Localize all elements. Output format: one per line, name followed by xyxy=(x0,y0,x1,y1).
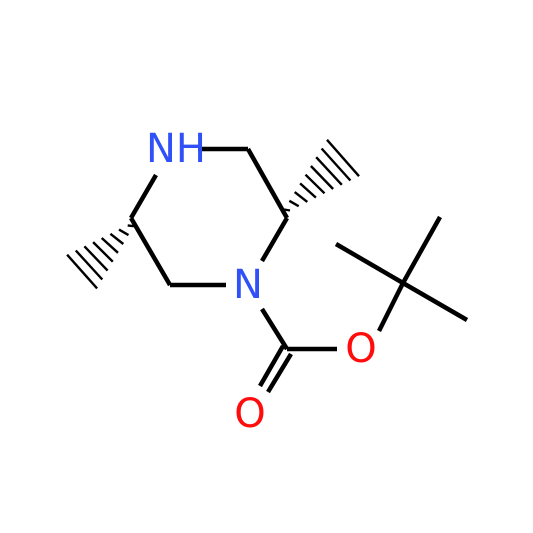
bond-c5-nh xyxy=(129,173,158,220)
bond-tbu-methyl-right xyxy=(401,281,469,322)
bond-n-boc-carbonyl-c xyxy=(260,307,289,351)
bond-ch2-bottom-c5 xyxy=(129,216,172,287)
o-carbonyl-atom-label: O xyxy=(234,391,265,437)
bond-tbu-methyl-top xyxy=(401,215,442,285)
bond-tbu-methyl-left xyxy=(334,242,405,285)
nh-atom-label: NH xyxy=(146,126,206,172)
bond-carbonyl-double-2 xyxy=(266,352,293,394)
bond-c2-n-boc xyxy=(260,216,289,263)
hashed-wedge-c2-methyl xyxy=(283,139,360,212)
hashed-wedge-c5-methyl xyxy=(66,224,134,290)
bond-o-ester-tbu-c xyxy=(376,281,406,333)
bond-ch2-top-c2 xyxy=(246,147,289,220)
o-ester-atom-label: O xyxy=(345,326,376,372)
bond-carbonyl-double-1 xyxy=(258,344,285,388)
n-boc-atom-label: N xyxy=(233,262,263,308)
